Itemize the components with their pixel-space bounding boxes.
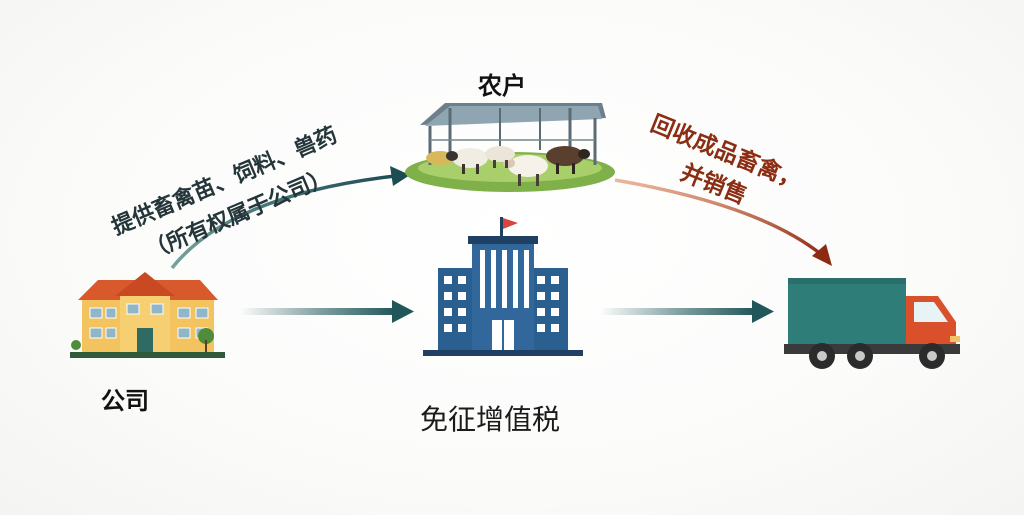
recycle-arrow bbox=[614, 178, 832, 266]
farmer-label: 农户 bbox=[478, 72, 526, 100]
supply-arrow bbox=[170, 166, 410, 270]
company-label: 公司 bbox=[101, 387, 149, 415]
farm-shed-icon bbox=[405, 103, 615, 192]
company-house-icon bbox=[70, 272, 225, 358]
building-to-truck-arrow bbox=[600, 300, 774, 323]
delivery-truck-icon bbox=[784, 278, 960, 369]
tax-exemption-label: 免征增值税 bbox=[420, 403, 561, 436]
office-building-icon bbox=[423, 217, 583, 356]
company-to-building-arrow bbox=[240, 300, 414, 323]
